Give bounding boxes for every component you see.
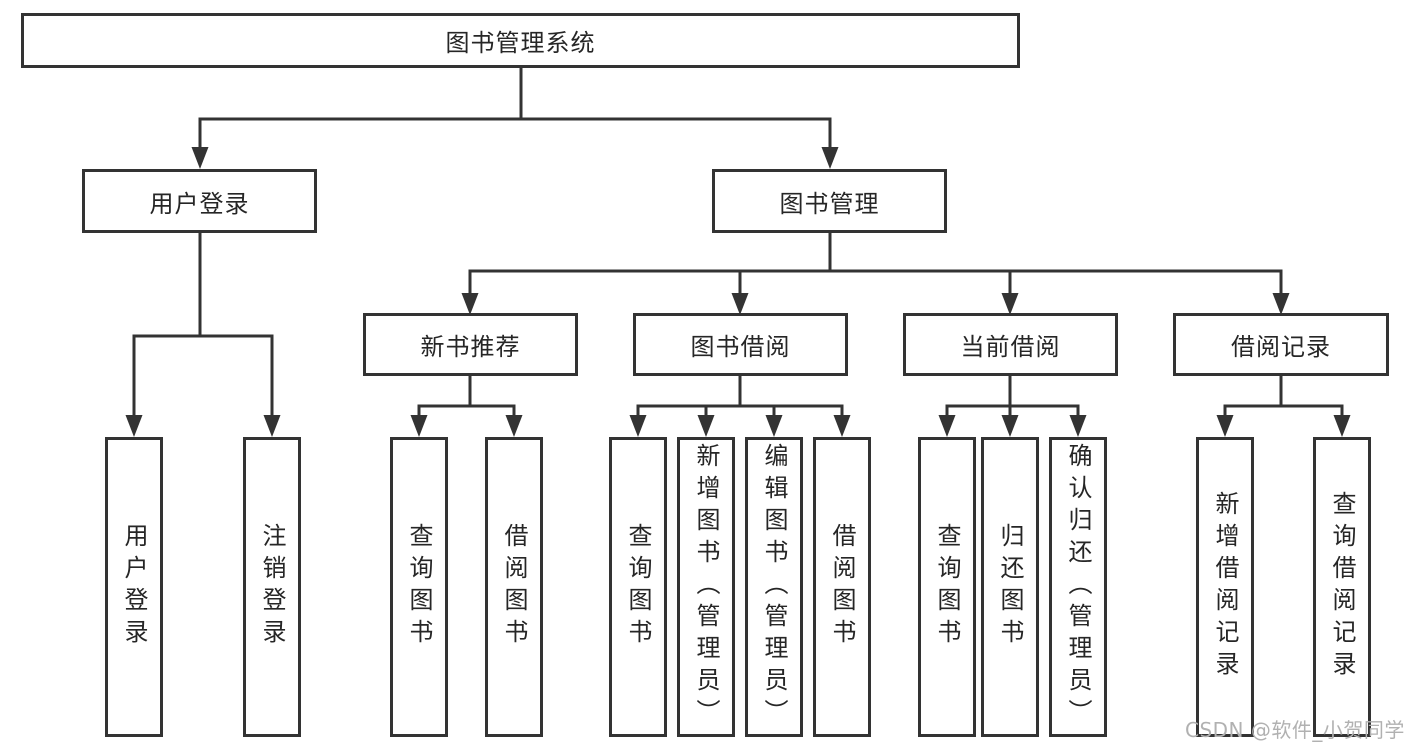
node-book-management-label: 图书管理 bbox=[779, 189, 880, 218]
leaf-add-borrow-record-label: 新增借阅记录 bbox=[1211, 491, 1239, 683]
leaf-confirm-return-admin: 确认归还（管理员） bbox=[1049, 437, 1107, 737]
leaf-query-book-recommend-label: 查询图书 bbox=[405, 523, 433, 651]
leaf-add-borrow-record: 新增借阅记录 bbox=[1196, 437, 1254, 737]
node-book-management: 图书管理 bbox=[712, 169, 947, 233]
node-new-book-recommend: 新书推荐 bbox=[363, 313, 578, 376]
leaf-borrow-book-recommend: 借阅图书 bbox=[485, 437, 543, 737]
leaf-logout: 注销登录 bbox=[243, 437, 301, 737]
leaf-query-book-current: 查询图书 bbox=[918, 437, 976, 737]
leaf-borrow-book-recommend-label: 借阅图书 bbox=[500, 523, 528, 651]
leaf-user-login: 用户登录 bbox=[105, 437, 163, 737]
node-root-label: 图书管理系统 bbox=[445, 29, 596, 57]
node-user-login: 用户登录 bbox=[82, 169, 317, 233]
leaf-query-book-borrowing: 查询图书 bbox=[609, 437, 667, 737]
connector-lines bbox=[132, 68, 1344, 415]
node-current-borrowing: 当前借阅 bbox=[903, 313, 1118, 376]
leaf-query-borrow-record: 查询借阅记录 bbox=[1313, 437, 1371, 737]
node-current-borrowing-label: 当前借阅 bbox=[960, 333, 1061, 361]
node-new-book-recommend-label: 新书推荐 bbox=[420, 333, 521, 361]
node-borrowing-records: 借阅记录 bbox=[1173, 313, 1389, 376]
node-book-borrowing-label: 图书借阅 bbox=[690, 333, 791, 361]
node-user-login-label: 用户登录 bbox=[149, 189, 250, 218]
leaf-logout-label: 注销登录 bbox=[258, 523, 286, 651]
leaf-query-book-current-label: 查询图书 bbox=[933, 523, 961, 651]
leaf-user-login-label: 用户登录 bbox=[120, 523, 148, 651]
leaf-add-book-admin-label: 新增图书（管理员） bbox=[692, 443, 720, 731]
node-borrowing-records-label: 借阅记录 bbox=[1231, 333, 1331, 361]
csdn-watermark: CSDN @软件_小贺同学 bbox=[1185, 718, 1405, 742]
node-root: 图书管理系统 bbox=[21, 13, 1020, 68]
node-book-borrowing: 图书借阅 bbox=[633, 313, 848, 376]
leaf-return-book-label: 归还图书 bbox=[996, 523, 1024, 651]
leaf-add-book-admin: 新增图书（管理员） bbox=[677, 437, 735, 737]
leaf-edit-book-admin-label: 编辑图书（管理员） bbox=[760, 443, 788, 731]
leaf-return-book: 归还图书 bbox=[981, 437, 1039, 737]
leaf-confirm-return-admin-label: 确认归还（管理员） bbox=[1064, 443, 1092, 731]
leaf-borrow-book-borrowing: 借阅图书 bbox=[813, 437, 871, 737]
leaf-borrow-book-borrowing-label: 借阅图书 bbox=[828, 523, 856, 651]
leaf-query-borrow-record-label: 查询借阅记录 bbox=[1328, 491, 1356, 683]
leaf-query-book-recommend: 查询图书 bbox=[390, 437, 448, 737]
leaf-edit-book-admin: 编辑图书（管理员） bbox=[745, 437, 803, 737]
arrowheads bbox=[125, 147, 1351, 437]
leaf-query-book-borrowing-label: 查询图书 bbox=[624, 523, 652, 651]
